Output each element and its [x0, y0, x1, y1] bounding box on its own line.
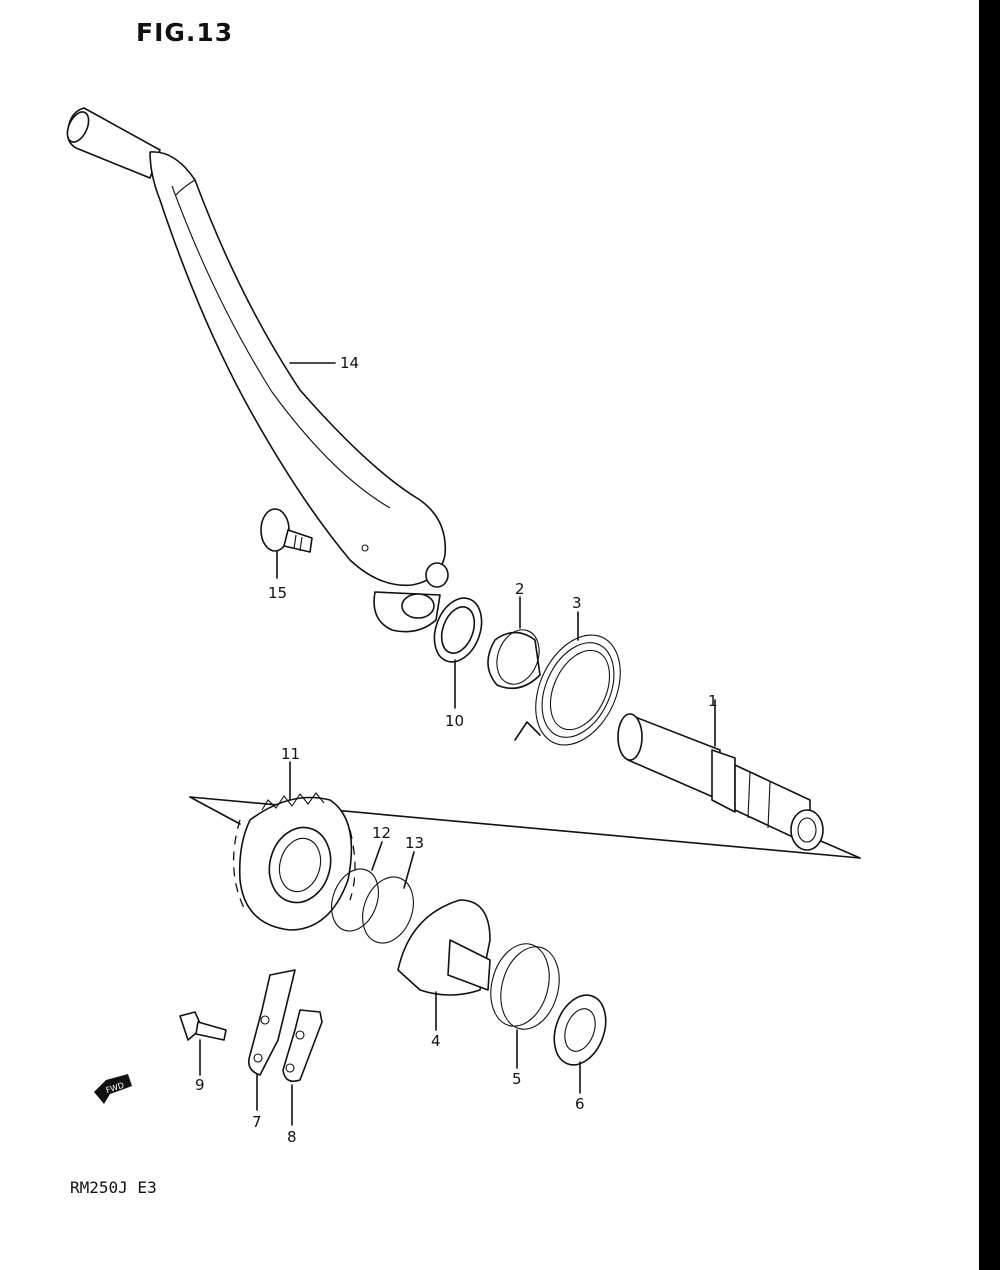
- fwd-arrow-icon: FWD: [94, 1074, 132, 1104]
- callout-5: 5: [512, 1070, 522, 1088]
- retainer-plate: [282, 1009, 323, 1126]
- callout-11: 11: [281, 745, 300, 763]
- kick-starter-shaft: [617, 699, 824, 851]
- callout-10: 10: [445, 712, 464, 730]
- return-spring: [514, 611, 621, 746]
- kick-ratchet: [397, 899, 491, 1031]
- circlip-13: [362, 851, 415, 944]
- callout-15: 15: [268, 584, 287, 602]
- callout-8: 8: [287, 1128, 297, 1146]
- washer: [553, 994, 607, 1094]
- callout-12: 12: [372, 824, 391, 842]
- guide-plate: [247, 969, 296, 1111]
- callout-14: 14: [340, 354, 359, 372]
- circlip-12: [331, 841, 383, 932]
- figure-title: FIG.13: [136, 18, 234, 47]
- callout-6: 6: [575, 1095, 585, 1113]
- model-code: RM250J E3: [70, 1178, 157, 1197]
- ratchet-spring: [490, 943, 560, 1069]
- callout-7: 7: [252, 1113, 262, 1131]
- callout-4: 4: [431, 1032, 441, 1050]
- callout-1: 1: [708, 692, 718, 710]
- lever-bolt: [260, 508, 313, 579]
- callout-3: 3: [572, 594, 582, 612]
- oil-seal: [433, 597, 483, 709]
- kick-starter-lever: [66, 107, 449, 633]
- callout-2: 2: [515, 580, 525, 598]
- kick-gear: [232, 761, 356, 931]
- spring-guide: [487, 596, 541, 690]
- callout-13: 13: [405, 834, 424, 852]
- guide-bolt: [179, 1011, 227, 1076]
- scan-edge-bar: [979, 0, 1000, 1270]
- callout-9: 9: [195, 1076, 205, 1094]
